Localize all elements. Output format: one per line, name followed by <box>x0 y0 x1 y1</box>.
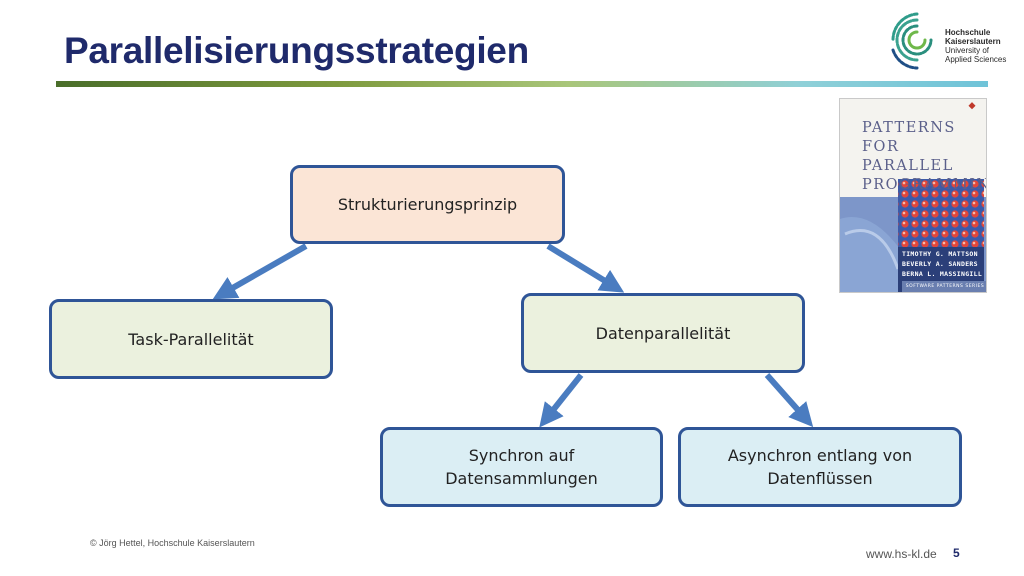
arrow-root-to-data <box>546 243 625 293</box>
page-number: 5 <box>953 546 960 560</box>
book-cover-image: Patterns for Parallel Programming TIMOTH… <box>839 98 987 293</box>
book-title-line-1: Patterns <box>862 120 956 136</box>
university-logo: Hochschule Kaiserslautern University of … <box>887 10 1007 72</box>
logo-mark-icon <box>891 12 933 70</box>
node-task-label: Task-Parallelität <box>128 329 254 349</box>
arrow-root-to-task <box>212 243 308 300</box>
title-underline-bar <box>56 81 988 87</box>
node-synchron: Synchron auf Datensammlungen <box>380 427 663 507</box>
logo-line-2: Kaiserslautern <box>945 37 1001 46</box>
node-data-label: Datenparallelität <box>595 324 731 343</box>
footer-copyright: © Jörg Hettel, Hochschule Kaiserslautern <box>90 538 255 548</box>
book-title-line-2: for Parallel <box>862 139 954 174</box>
footer-url-link[interactable]: www.hs-kl.de <box>866 547 937 561</box>
logo-line-3: University of <box>945 46 990 55</box>
node-strukturierungsprinzip: Strukturierungsprinzip <box>290 165 565 244</box>
book-title: Patterns for Parallel Programming <box>862 119 986 195</box>
logo-line-4: Applied Sciences <box>945 55 1007 64</box>
logo-line-1: Hochschule <box>945 28 991 37</box>
node-root-label: Strukturierungsprinzip <box>337 195 518 214</box>
node-datenparallelitaet: Datenparallelität <box>521 293 805 373</box>
book-title-line-3: Programming <box>862 177 986 193</box>
book-author-3: BERNA L. MASSINGILL <box>902 270 983 278</box>
node-async-label: Asynchron entlang von Datenflüssen <box>727 446 913 488</box>
node-asynchron: Asynchron entlang von Datenflüssen <box>678 427 962 507</box>
book-author-2: BEVERLY A. SANDERS <box>902 260 978 268</box>
logo-text: Hochschule Kaiserslautern University of … <box>945 28 1006 64</box>
node-task-parallelitaet: Task-Parallelität <box>49 299 333 379</box>
arrow-data-to-async <box>764 373 814 428</box>
node-sync-label: Synchron auf Datensammlungen <box>445 446 598 488</box>
book-authors: TIMOTHY G. MATTSON BEVERLY A. SANDERS BE… <box>902 249 986 279</box>
slide-title: Parallelisierungsstrategien <box>64 30 529 71</box>
book-author-1: TIMOTHY G. MATTSON <box>902 250 978 258</box>
book-series-label: SOFTWARE PATTERNS SERIES <box>902 281 986 292</box>
arrow-data-to-sync <box>539 373 584 428</box>
